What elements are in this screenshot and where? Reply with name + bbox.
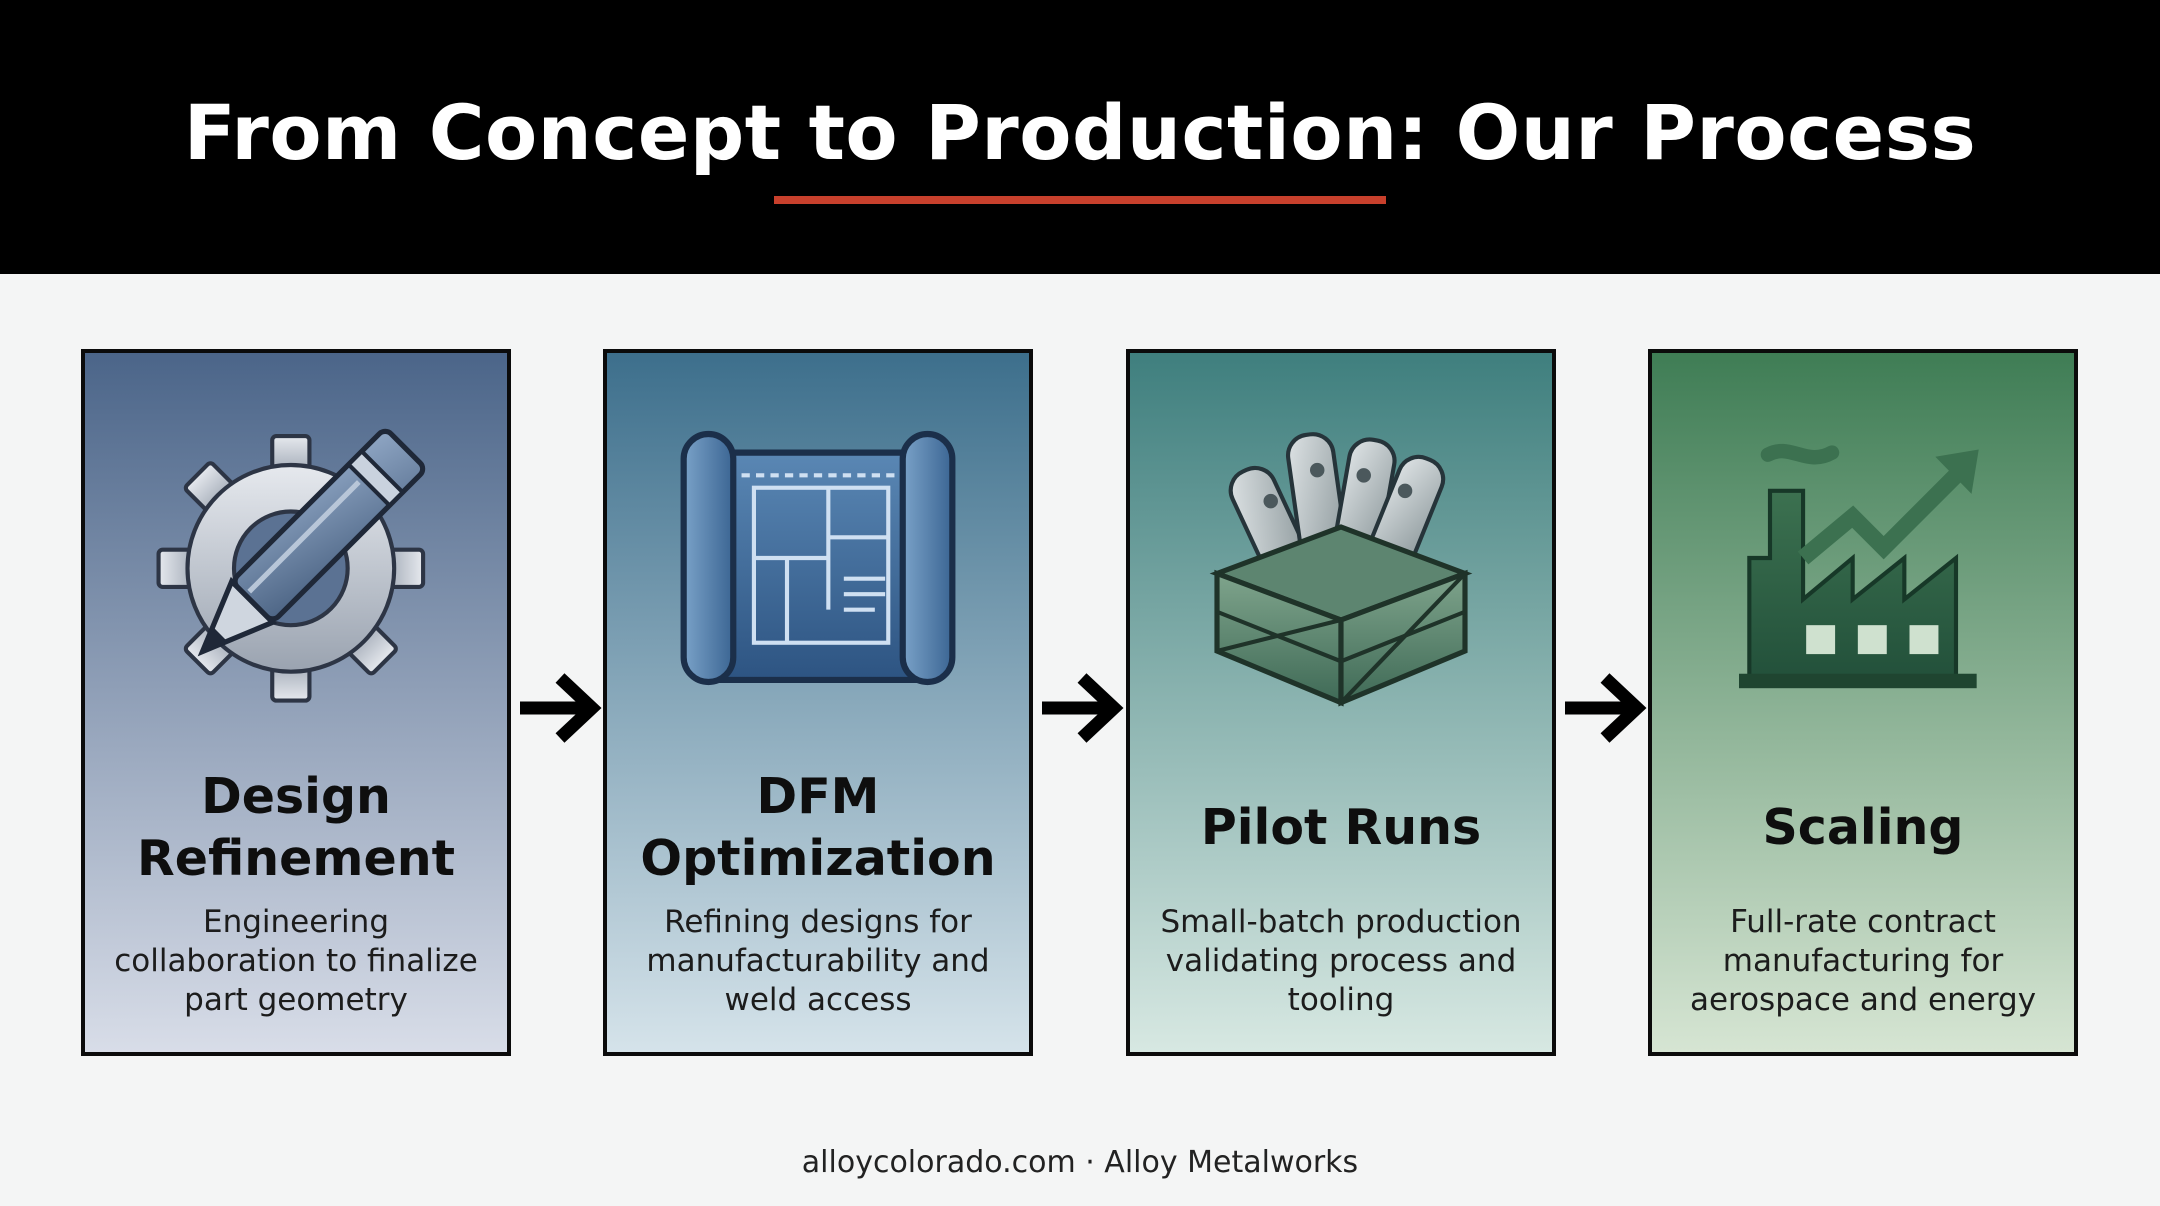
page-title: From Concept to Production: Our Process xyxy=(183,88,1977,177)
factory-growth-icon xyxy=(1708,403,2018,713)
step-title-line: Scaling xyxy=(1762,799,1964,856)
gear-pencil-icon xyxy=(141,403,451,713)
step-title-line: Optimization xyxy=(640,830,996,887)
step-card-design-refinement: Design Refinement Engineering collaborat… xyxy=(81,349,511,1056)
step-description: Small-batch production validating proces… xyxy=(1160,904,1522,1018)
step-title-line: DFM xyxy=(756,768,880,825)
step-title-line: Design xyxy=(201,768,391,825)
arrow-right-icon xyxy=(1559,668,1649,748)
step-title: Design Refinement xyxy=(95,763,497,893)
step-card-dfm-optimization: DFM Optimization Refining designs for ma… xyxy=(603,349,1033,1056)
step-description: Refining designs for manufacturability a… xyxy=(646,904,990,1018)
step-description: Engineering collaboration to finalize pa… xyxy=(114,904,478,1018)
step-title: Pilot Runs xyxy=(1140,763,1542,893)
step-title: Scaling xyxy=(1662,763,2064,893)
step-title-line: Refinement xyxy=(137,830,455,887)
step-title: DFM Optimization xyxy=(617,763,1019,893)
header-banner: From Concept to Production: Our Process xyxy=(0,0,2160,274)
step-card-pilot-runs: Pilot Runs Small-batch production valida… xyxy=(1126,349,1556,1056)
blueprint-icon xyxy=(663,403,973,713)
footer-text: alloycolorado.com · Alloy Metalworks xyxy=(801,1145,1359,1180)
arrow-right-icon xyxy=(1036,668,1126,748)
step-title-line: Pilot Runs xyxy=(1200,799,1482,856)
step-card-scaling: Scaling Full-rate contract manufacturing… xyxy=(1648,349,2078,1056)
title-underline xyxy=(774,196,1386,204)
parts-crate-icon xyxy=(1186,403,1496,713)
arrow-right-icon xyxy=(514,668,604,748)
step-description: Full-rate contract manufacturing for aer… xyxy=(1689,904,2037,1018)
